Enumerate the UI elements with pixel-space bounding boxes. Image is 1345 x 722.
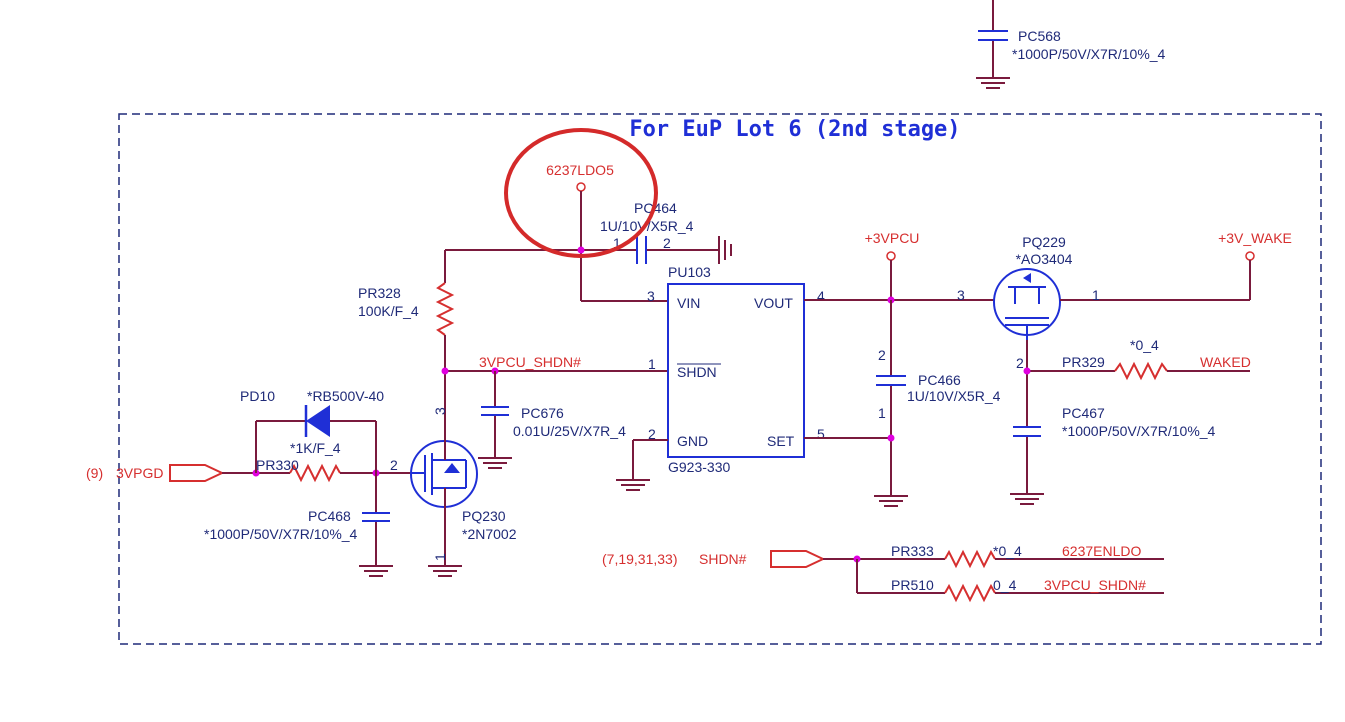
ic-part: G923-330: [668, 459, 730, 475]
pr329-value: *0_4: [1130, 337, 1159, 353]
pc468-value: *1000P/50V/X7R/10%_4: [204, 526, 358, 542]
svg-text:1: 1: [613, 235, 621, 251]
pq230-value: *2N7002: [462, 526, 517, 542]
pc676-value: 0.01U/25V/X7R_4: [513, 423, 626, 439]
net-3vpcu: +3VPCU: [865, 230, 920, 246]
svg-text:GND: GND: [677, 433, 708, 449]
svg-text:VIN: VIN: [677, 295, 700, 311]
svg-text:VOUT: VOUT: [754, 295, 793, 311]
svg-text:1: 1: [432, 553, 448, 561]
pr328-resistor: [435, 282, 455, 336]
pc568-ref: PC568: [1018, 28, 1061, 44]
pr333-resistor: [944, 549, 996, 569]
svg-text:3: 3: [647, 288, 655, 304]
svg-text:2: 2: [390, 457, 398, 473]
svg-text:SHDN: SHDN: [677, 364, 717, 380]
pd10-value: *RB500V-40: [307, 388, 384, 404]
pr510-resistor: [944, 583, 996, 603]
svg-text:1: 1: [878, 405, 886, 421]
pr333-value: *0_4: [993, 543, 1022, 559]
pq230-ref: PQ230: [462, 508, 506, 524]
pr330-resistor: [289, 463, 341, 483]
pc467-value: *1000P/50V/X7R/10%_4: [1062, 423, 1216, 439]
pc466-ref: PC466: [918, 372, 961, 388]
svg-text:4: 4: [817, 288, 825, 304]
net-waked: WAKED: [1200, 354, 1251, 370]
svg-text:3: 3: [432, 407, 448, 415]
net-6237enldo: 6237ENLDO: [1062, 543, 1141, 559]
pr329-resistor: [1114, 361, 1168, 381]
section-title: For EuP Lot 6 (2nd stage): [629, 117, 960, 142]
pd10-diode: [306, 405, 330, 437]
pr510-ref: PR510: [891, 577, 934, 593]
pr328-ref: PR328: [358, 285, 401, 301]
pc467-ref: PC467: [1062, 405, 1105, 421]
svg-text:2: 2: [878, 347, 886, 363]
3vpgd-port: [169, 464, 225, 482]
net-6237ldo5: 6237LDO5: [546, 162, 614, 178]
shdn-port: [770, 550, 826, 568]
pc568-capacitor: [975, 0, 1011, 89]
svg-text:SET: SET: [767, 433, 795, 449]
pr510-value: 0_4: [993, 577, 1017, 593]
pr329-ref: PR329: [1062, 354, 1105, 370]
section-frame: [118, 113, 1322, 645]
pc568-value: *1000P/50V/X7R/10%_4: [1012, 46, 1166, 62]
svg-text:2: 2: [663, 235, 671, 251]
pr328-value: 100K/F_4: [358, 303, 419, 319]
svg-text:1: 1: [1092, 287, 1100, 303]
net-shdn: SHDN#: [699, 551, 747, 567]
shdn-ref: (7,19,31,33): [602, 551, 678, 567]
net-3v-wake: +3V_WAKE: [1218, 230, 1292, 246]
pr333-ref: PR333: [891, 543, 934, 559]
pr330-value: *1K/F_4: [290, 440, 341, 456]
net-3vpcu-shdn-out: 3VPCU_SHDN#: [1044, 577, 1146, 593]
annotation-circle: [504, 128, 658, 258]
net-3vpgd: 3VPGD: [116, 465, 163, 481]
pc468-ref: PC468: [308, 508, 351, 524]
net-3vpcu-shdn: 3VPCU_SHDN#: [479, 354, 581, 370]
svg-text:2: 2: [648, 426, 656, 442]
ic-ref: PU103: [668, 264, 711, 280]
pc676-ref: PC676: [521, 405, 564, 421]
svg-text:3: 3: [957, 287, 965, 303]
3vpgd-ref: (9): [86, 465, 103, 481]
svg-text:2: 2: [1016, 355, 1024, 371]
ic-pu103-body: [667, 283, 805, 458]
pc466-value: 1U/10V/X5R_4: [907, 388, 1001, 404]
pd10-ref: PD10: [240, 388, 275, 404]
svg-text:5: 5: [817, 426, 825, 442]
pq229-ref: PQ229: [1022, 234, 1066, 250]
ldo-connector: [576, 182, 586, 192]
pq229-value: *AO3404: [1016, 251, 1073, 267]
pr330-ref: PR330: [256, 457, 299, 473]
pc464-ground: [718, 236, 732, 264]
svg-text:1: 1: [648, 356, 656, 372]
